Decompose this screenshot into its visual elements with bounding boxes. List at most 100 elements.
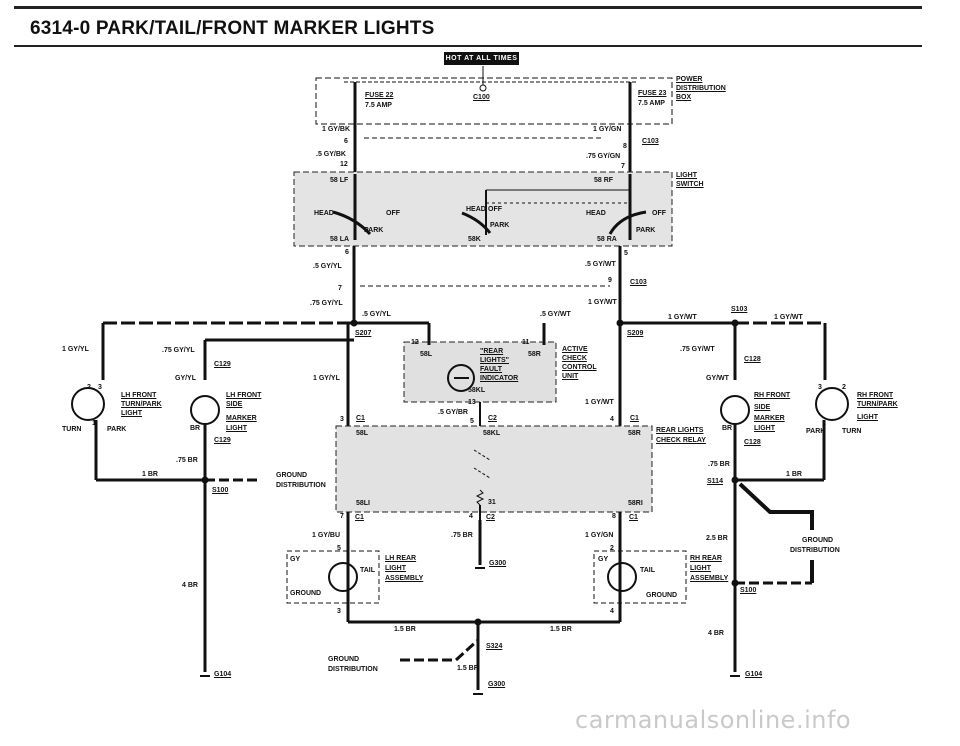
c100-connector <box>479 84 487 92</box>
c1d-label: C1 <box>629 514 638 521</box>
wire-75-br-left: .75 BR <box>176 457 198 464</box>
wire-4-br-right: 4 BR <box>708 630 724 637</box>
rh-marker-label: MARKER <box>754 415 785 422</box>
c1b-label: C1 <box>630 415 639 422</box>
relay-58l: 58L <box>356 430 369 437</box>
lh-tail-label: TAIL <box>360 567 376 574</box>
wire-75-gy-yl-left: .75 GY/YL <box>162 347 195 354</box>
mid-switch-arm <box>461 211 492 234</box>
rear-label: "REAR <box>480 348 504 355</box>
ground-distribution-label: GROUND <box>276 472 308 479</box>
pin-11c: 11 <box>522 339 530 346</box>
c100-label: C100 <box>473 94 490 101</box>
active-label: ACTIVE <box>562 346 588 353</box>
fault-label: FAULT <box>480 366 503 373</box>
title-rule <box>14 45 922 47</box>
c1c-label: C1 <box>355 514 364 521</box>
gy-wt-label: GY/WT <box>706 375 729 382</box>
lh-pin-2: 2 <box>87 384 91 391</box>
wire-75-gy-gn: .75 GY/GN <box>586 153 621 160</box>
lh-park-label: PARK <box>107 426 127 433</box>
lh-rear-pin-5: 5 <box>337 545 341 552</box>
lh-turn-label: TURN <box>62 426 82 433</box>
wire-5-gy-br: .5 GY/BR <box>438 409 468 416</box>
pin-5b: 5 <box>624 250 628 257</box>
lh-rear-gy: GY <box>290 556 301 563</box>
rh-front-label: RH FRONT <box>857 392 894 399</box>
rh-front-turn-park-bulb <box>815 387 849 421</box>
lh-side-label: SIDE <box>226 401 243 408</box>
wire-1-gy-gn: 1 GY/GN <box>593 126 622 133</box>
rh-marker-light-label: LIGHT <box>754 425 775 432</box>
left-switch-arm <box>332 210 372 236</box>
power-distribution-box <box>315 77 673 125</box>
s209-label: S209 <box>627 330 644 337</box>
g300b-label: G300 <box>488 681 506 688</box>
wire-1-gy-yl-mid: 1 GY/YL <box>313 375 340 382</box>
terminal-58r: 58R <box>528 351 541 358</box>
c2b-label: C2 <box>486 514 495 521</box>
park-label-2: PARK <box>490 222 510 229</box>
wire-5-gy-yl: .5 GY/YL <box>313 263 342 270</box>
light-switch-box <box>293 171 673 247</box>
rh-side-marker-front-label: RH FRONT <box>754 392 791 399</box>
fuse-22-label: FUSE 22 <box>365 92 394 99</box>
top-rule <box>14 6 922 9</box>
rh-pin-1: 1 <box>822 420 826 427</box>
rh-pin-2: 2 <box>842 384 846 391</box>
wire-1-gy-yl-left: 1 GY/YL <box>62 346 89 353</box>
relay-58kl: 58KL <box>483 430 501 437</box>
lh-rear-assembly-label: ASSEMBLY <box>385 575 424 582</box>
terminal-58lf: 58 LF <box>330 177 349 184</box>
check-label: CHECK <box>562 355 587 362</box>
head-label-3: HEAD <box>586 210 606 217</box>
pin-3-c1: 3 <box>340 416 344 423</box>
rh-rear-label: RH REAR <box>690 555 722 562</box>
lh-rear-ground: GROUND <box>290 590 322 597</box>
wire-15-br-left: 1.5 BR <box>394 626 416 633</box>
control-label: CONTROL <box>562 364 597 371</box>
lh-side-marker-front-label: LH FRONT <box>226 392 262 399</box>
s100b-label: S100 <box>740 587 757 594</box>
power-distribution-label-3: BOX <box>676 94 692 101</box>
lh-pin-1: 1 <box>92 420 96 427</box>
wire-1-gy-wt: 1 GY/WT <box>588 299 617 306</box>
ground-dist-bottom-label: GROUND <box>328 656 360 663</box>
pin-13: 13 <box>468 399 476 406</box>
wire-4-br-left: 4 BR <box>182 582 198 589</box>
right-switch-arm <box>608 210 647 235</box>
wire-1-gy-gn-2: 1 GY/GN <box>585 532 614 539</box>
wire-15-br-bottom: 1.5 BR <box>457 665 479 672</box>
pin-5-c2: 5 <box>470 418 474 425</box>
power-distribution-label: POWER <box>676 76 703 83</box>
lh-front-turn-park-bulb <box>71 387 105 421</box>
pin-7b: 7 <box>338 285 342 292</box>
lh-light-label: LIGHT <box>121 410 142 417</box>
terminal-58ra: 58 RA <box>597 236 617 243</box>
lh-pin-3: 3 <box>98 384 102 391</box>
rh-br-label: BR <box>722 425 733 432</box>
s114-label: S114 <box>707 478 723 485</box>
rh-rear-ground: GROUND <box>646 592 678 599</box>
rh-light-label: LIGHT <box>857 414 878 421</box>
terminal-58rf: 58 RF <box>594 177 614 184</box>
check-relay-label: CHECK RELAY <box>656 437 706 444</box>
fuse-23-amp: 7.5 AMP <box>638 100 665 107</box>
lh-rear-light-label: LIGHT <box>385 565 406 572</box>
ground-dist-right-label-2: DISTRIBUTION <box>790 547 840 554</box>
rh-rear-light-label: LIGHT <box>690 565 711 572</box>
rear-lights-label: REAR LIGHTS <box>656 427 704 434</box>
rh-turn-park-label: TURN/PARK <box>857 401 898 408</box>
terminal-58la: 58 LA <box>330 236 350 243</box>
lh-marker-light-label: LIGHT <box>226 425 247 432</box>
fuse-22-amp: 7.5 AMP <box>365 102 392 109</box>
head-label-1: HEAD <box>314 210 334 217</box>
rh-tail-bulb <box>607 562 637 592</box>
c103b-label: C103 <box>630 279 647 286</box>
lh-side-marker-bulb <box>190 395 220 425</box>
pin-12: 12 <box>340 161 348 168</box>
rh-side-label: SIDE <box>754 404 771 411</box>
park-label-1: PARK <box>364 227 384 234</box>
c129b-label: C129 <box>214 437 231 444</box>
